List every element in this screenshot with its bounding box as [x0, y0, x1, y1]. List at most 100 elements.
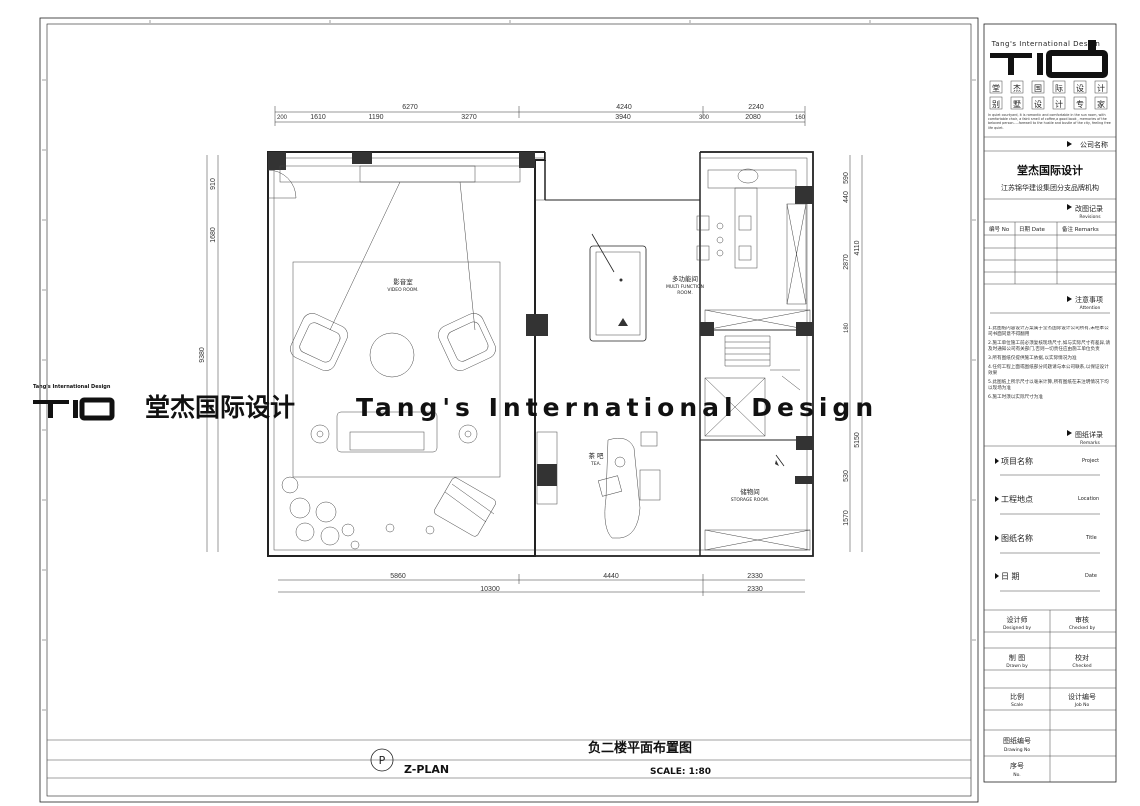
brand-char: 专	[1076, 99, 1084, 109]
attention-item: 1.此图纸内容设计方案属于堂杰国际设计公司所有,未经本公司书面同意不得翻用	[988, 326, 1109, 337]
brand-char: 国	[1034, 84, 1042, 93]
brand-char: 杰	[1013, 83, 1021, 93]
col-date: 日期 Date	[1019, 226, 1046, 233]
brand-slogan: In quiet courtyard, it is romantic and c…	[988, 113, 1111, 130]
detail-field-location: 工程地点 Location	[1000, 494, 1100, 515]
room-labels: 影音室 VIDEO ROOM. 多功能间 MULTI FUNCTION ROOM…	[387, 274, 769, 503]
left-block-wall	[267, 151, 546, 557]
dim-right-2: 440	[843, 191, 850, 203]
lounge-chair	[434, 477, 496, 537]
field-label-en: Project	[1082, 458, 1099, 464]
brand-char: 设	[1076, 83, 1084, 93]
outer-wall	[267, 151, 814, 557]
tea-label-en: TEA.	[590, 461, 601, 467]
plan-scale: SCALE: 1:80	[650, 767, 711, 777]
job-no-label: 设计编号	[1068, 692, 1096, 701]
dimension-labels: 6270 4240 2240 200 1610 1190 3270 3940 3…	[199, 104, 861, 593]
watermark: Tang's International Design 堂杰国际设计 Tang'…	[33, 384, 878, 422]
column	[537, 464, 557, 486]
brand-char: 计	[1055, 99, 1063, 109]
dim-right-7: 530	[843, 470, 850, 482]
brand-char: 墅	[1013, 99, 1021, 109]
sheet-inner-frame	[46, 23, 972, 797]
attention-item: 6.施工时须以实际尺寸为准	[988, 395, 1043, 400]
margin-ticks	[42, 20, 976, 711]
drawn-label-en: Drawn by	[1006, 663, 1028, 669]
floor-plan	[267, 150, 814, 557]
field-label-en: Title	[1085, 535, 1097, 541]
company-name-header: 公司名称	[1080, 140, 1108, 149]
dim-right-6: 5150	[854, 432, 861, 448]
dim-top-detail-8: 160	[795, 115, 806, 121]
designer-label: 设计师	[1007, 615, 1028, 624]
slogan-text: In quiet courtyard, it is romantic and c…	[988, 113, 1111, 130]
dim-top-detail-1: 200	[277, 115, 288, 121]
watermark-en: Tang's International Design	[356, 393, 878, 422]
column	[796, 322, 813, 336]
multi-room-label-en2: ROOM.	[677, 290, 693, 296]
detail-field-project: 项目名称 Project	[1000, 456, 1100, 476]
armchair-left	[290, 313, 348, 371]
dim-top-detail-4: 3270	[461, 114, 477, 121]
plan-marker-circle	[370, 748, 394, 772]
storage-label-cn: 储物间	[740, 487, 760, 496]
job-no-label-en: Job No	[1074, 702, 1090, 708]
drawing-details-header: 图纸详录	[1075, 430, 1103, 439]
round-table	[369, 332, 415, 378]
dim-right-3: 4110	[854, 240, 861, 255]
dim-top-detail-6: 300	[699, 115, 710, 121]
video-room-label-cn: 影音室	[393, 277, 413, 286]
column	[352, 152, 372, 164]
dim-bottom-detail-2: 4440	[603, 573, 619, 580]
armchair-right	[438, 313, 496, 371]
checked-label-en: Checked	[1072, 663, 1091, 669]
dim-bottom-detail-3: 2330	[747, 573, 763, 580]
dimensions	[206, 106, 863, 596]
field-label: 工程地点	[1001, 494, 1033, 504]
watermark-logo	[33, 397, 115, 421]
dim-left-3: 9380	[199, 347, 206, 363]
revisions-header-en: Revisions	[1079, 214, 1101, 220]
attention-header-en: Attention	[1080, 305, 1101, 311]
attention-item: 4.任何工程上面或图纸部分问题请与本公司联系,以保证设计效果	[988, 365, 1109, 376]
dim-left-2: 1680	[210, 227, 217, 243]
sheet-outer-frame	[39, 17, 979, 803]
attention-item: 3.所有图纸仅提供施工依据,以实际情况为准	[988, 356, 1077, 361]
brand-en: Tang's International Design	[991, 40, 1101, 48]
plants	[281, 476, 435, 550]
field-label-en: Location	[1078, 496, 1099, 502]
drawing-no-label: 图纸编号	[1003, 736, 1031, 745]
column	[700, 322, 714, 336]
column	[795, 186, 813, 204]
column	[268, 152, 286, 170]
serial-no-label: 序号	[1010, 761, 1024, 770]
detail-field-date: 日 期 Date	[1000, 572, 1100, 592]
title-block: Tang's International Design 堂 杰 国 际 设 计 …	[983, 23, 1117, 783]
plan-marker-letter: P	[379, 754, 386, 767]
scale-label: 比例	[1010, 692, 1024, 701]
scale-label-en: Scale	[1011, 702, 1023, 708]
col-remarks: 备注 Remarks	[1062, 225, 1099, 233]
dim-left-1: 910	[210, 178, 217, 190]
brand-char: 家	[1097, 99, 1105, 109]
field-label-en: Date	[1085, 573, 1097, 579]
serial-no-label-en: No.	[1013, 772, 1020, 778]
video-room-label-en: VIDEO ROOM.	[387, 287, 418, 293]
dim-bottom-overall-1: 10300	[480, 586, 500, 593]
plan-code: Z-PLAN	[404, 763, 449, 776]
checker-label: 审核	[1075, 615, 1089, 624]
dim-right-4: 2870	[843, 254, 850, 270]
watermark-small: Tang's International Design	[33, 384, 111, 390]
brand-char: 计	[1097, 83, 1105, 93]
brand-char: 堂	[992, 83, 1000, 93]
tea-furniture	[597, 431, 661, 539]
dim-top-detail-2: 1610	[310, 114, 326, 121]
designer-label-en: Designed by	[1003, 625, 1031, 631]
company-name: 堂杰国际设计	[1017, 163, 1083, 177]
dim-right-8: 1570	[843, 510, 850, 526]
checker-label-en: Checked by	[1069, 625, 1096, 631]
dim-top-overall-2: 4240	[616, 104, 632, 111]
inner-wall	[273, 157, 808, 551]
dim-right-5: 180	[844, 322, 850, 333]
